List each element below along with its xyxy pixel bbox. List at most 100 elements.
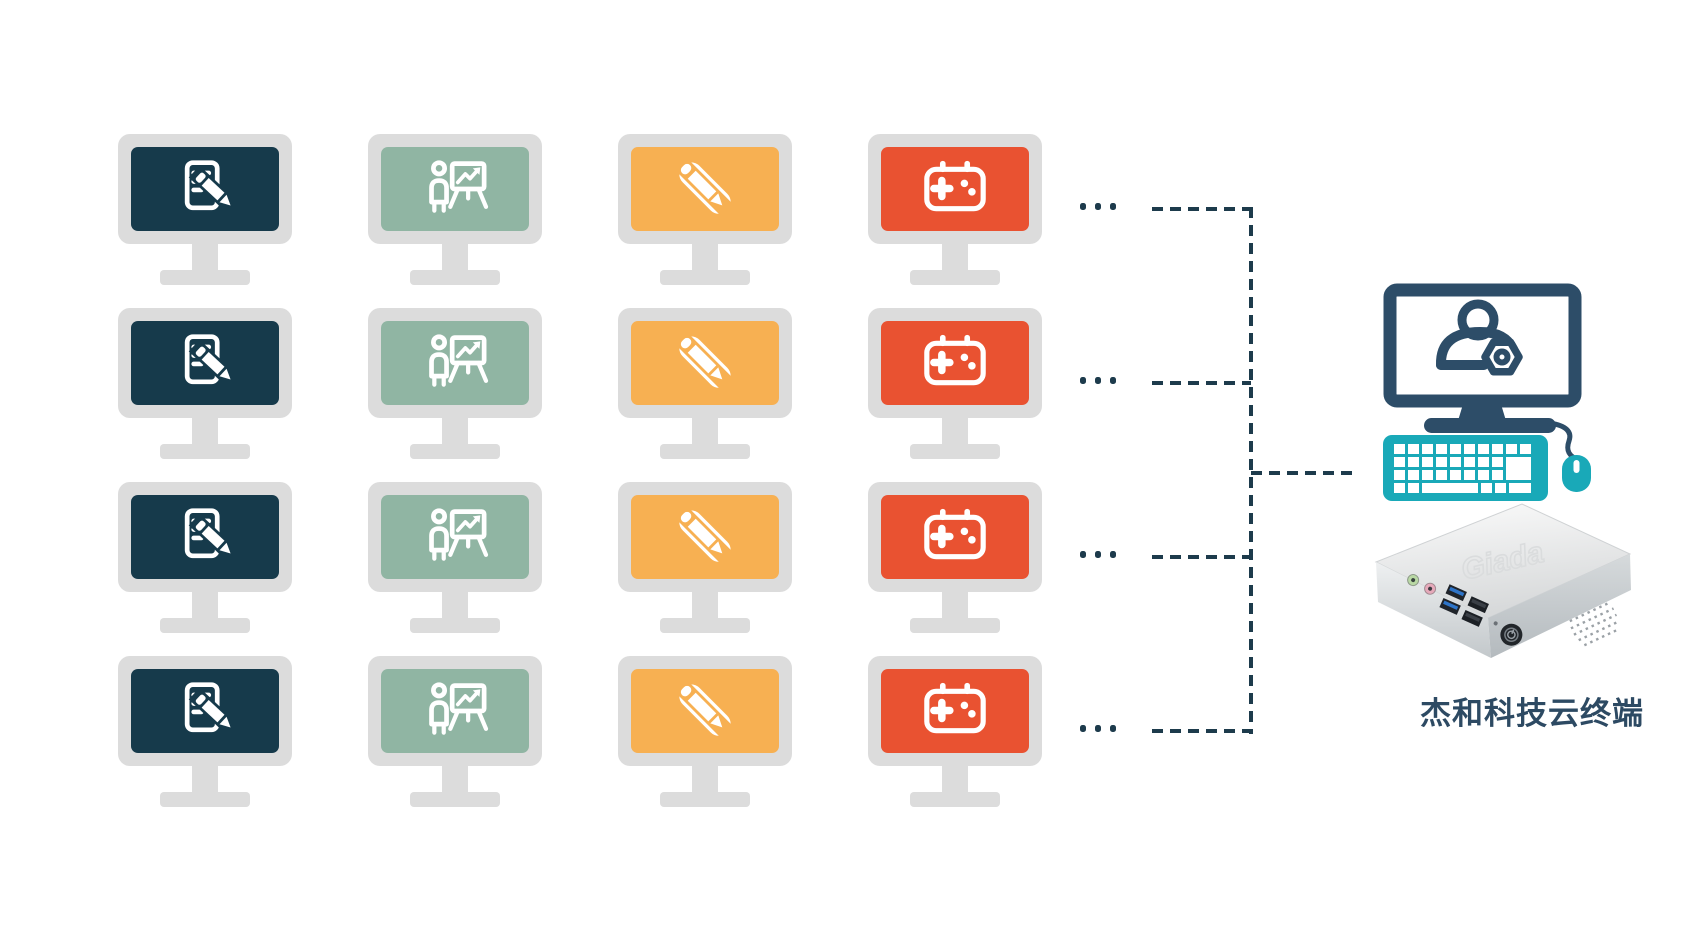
monitor-frame [618, 308, 792, 418]
document-edit-icon [184, 334, 243, 392]
workstation-monitor-gaming [868, 482, 1042, 634]
monitor-screen [131, 321, 279, 405]
monitor-stand-base [410, 618, 500, 633]
monitor-stand-base [660, 270, 750, 285]
ellipsis-dot [1095, 551, 1101, 558]
monitor-stand-neck [942, 592, 968, 619]
monitor-frame [868, 656, 1042, 766]
monitor-frame [368, 134, 542, 244]
more-monitors-ellipsis [1080, 377, 1116, 384]
presentation-icon [429, 160, 489, 213]
monitor-stand-base [410, 444, 500, 459]
monitor-frame [368, 656, 542, 766]
presentation-icon [429, 682, 489, 735]
monitor-screen [631, 147, 779, 231]
monitor-frame [368, 482, 542, 592]
ellipsis-dot [1110, 203, 1116, 210]
monitor-stand-neck [692, 244, 718, 271]
monitor-stand-base [160, 792, 250, 807]
monitor-stand-neck [442, 418, 468, 445]
monitor-stand-base [660, 618, 750, 633]
monitor-stand-neck [692, 418, 718, 445]
monitor-stand-neck [692, 766, 718, 793]
monitor-stand-neck [692, 592, 718, 619]
monitor-stand-neck [442, 592, 468, 619]
monitor-stand-neck [942, 418, 968, 445]
monitor-screen [381, 147, 529, 231]
monitor-screen [881, 321, 1029, 405]
monitor-stand-base [910, 444, 1000, 459]
ellipsis-dot [1110, 377, 1116, 384]
monitor-screen [631, 495, 779, 579]
monitor-frame [868, 134, 1042, 244]
admin-computer-illustration [1383, 283, 1591, 501]
workstation-monitor-office-documents [118, 308, 292, 460]
workstation-monitor-office-documents [118, 656, 292, 808]
workstation-monitor-presentation-training [368, 482, 542, 634]
workstation-monitor-gaming [868, 656, 1042, 808]
monitor-stand-neck [192, 418, 218, 445]
monitor-stand-base [910, 618, 1000, 633]
monitor-stand-base [660, 444, 750, 459]
monitor-screen [881, 147, 1029, 231]
monitor-frame [868, 308, 1042, 418]
monitor-screen [381, 495, 529, 579]
monitor-frame [618, 656, 792, 766]
monitor-stand-base [910, 270, 1000, 285]
gamepad-icon [924, 508, 986, 560]
ellipsis-dot [1095, 725, 1101, 732]
connector-line-row-2 [1152, 381, 1251, 385]
monitor-screen [381, 669, 529, 753]
monitor-screen [881, 669, 1029, 753]
ellipsis-dot [1095, 203, 1101, 210]
terminal-keyboard [1383, 435, 1548, 501]
monitor-stand-base [160, 270, 250, 285]
workstation-monitor-design-tools [618, 482, 792, 634]
monitor-stand-base [410, 270, 500, 285]
ruler-pencil-icon [672, 680, 738, 742]
monitor-frame [618, 482, 792, 592]
document-edit-icon [184, 160, 243, 218]
ellipsis-dot [1110, 725, 1116, 732]
terminal-label: 杰和科技云终端 [1420, 696, 1644, 731]
monitor-stand-neck [942, 766, 968, 793]
usb-ports [1439, 584, 1489, 627]
monitor-stand-neck [942, 244, 968, 271]
workstation-monitor-design-tools [618, 656, 792, 808]
monitor-screen [131, 495, 279, 579]
connector-line-row-1 [1152, 207, 1251, 211]
gamepad-icon [924, 682, 986, 734]
monitor-frame [118, 308, 292, 418]
workstation-monitor-design-tools [618, 134, 792, 286]
workstation-monitor-presentation-training [368, 656, 542, 808]
front-ports [1407, 574, 1523, 646]
monitor-screen [631, 321, 779, 405]
presentation-icon [429, 508, 489, 561]
document-edit-icon [184, 682, 243, 740]
more-monitors-ellipsis [1080, 203, 1116, 210]
more-monitors-ellipsis [1080, 725, 1116, 732]
monitor-frame [618, 134, 792, 244]
reset-hole [1493, 621, 1498, 626]
document-edit-icon [184, 508, 243, 566]
side-vents [1569, 601, 1620, 647]
connector-terminal-branch [1251, 471, 1357, 475]
connector-line-row-3 [1152, 555, 1251, 559]
monitor-frame [868, 482, 1042, 592]
monitor-stand-neck [192, 244, 218, 271]
terminal-monitor [1383, 283, 1582, 433]
ruler-pencil-icon [672, 332, 738, 394]
power-button [1500, 623, 1523, 646]
workstation-monitor-presentation-training [368, 308, 542, 460]
monitor-frame [118, 134, 292, 244]
workstation-monitor-presentation-training [368, 134, 542, 286]
workstation-monitor-office-documents [118, 134, 292, 286]
gamepad-icon [924, 334, 986, 386]
monitor-stand-base [160, 618, 250, 633]
gamepad-icon [924, 160, 986, 212]
connector-line-row-4 [1152, 729, 1251, 733]
monitor-screen [881, 495, 1029, 579]
ellipsis-dot [1080, 725, 1086, 732]
workstation-monitor-design-tools [618, 308, 792, 460]
